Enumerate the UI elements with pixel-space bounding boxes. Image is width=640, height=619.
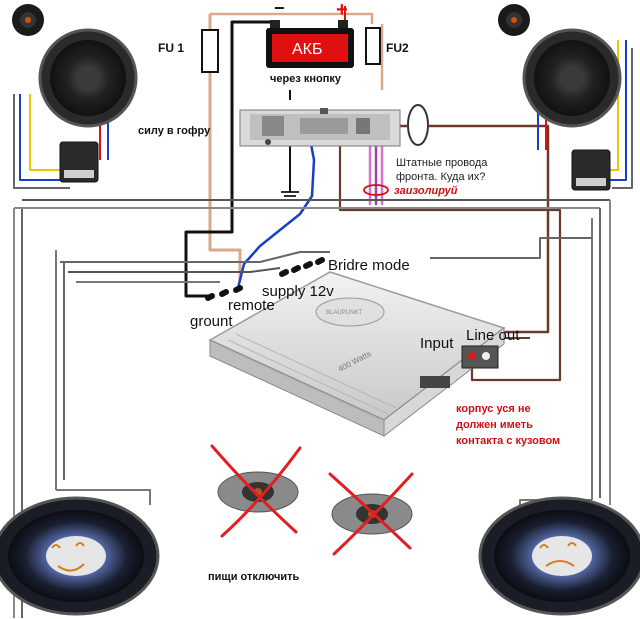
tweeter-top-right (498, 4, 530, 36)
oval-speaker-right (478, 496, 640, 616)
wire-layer (13, 6, 633, 618)
fu2-label: FU2 (386, 41, 409, 55)
insulate-label: заизолируй (394, 185, 458, 197)
bridge-wire-2 (68, 267, 281, 273)
input-label: Input (420, 335, 454, 352)
amp-rca-block (461, 345, 499, 369)
tweeter-bottom-left (217, 471, 299, 513)
left-xover-wire-gray (13, 94, 70, 189)
case-note-3: контакта с кузовом (456, 435, 560, 447)
line-out-label: Line out (466, 327, 520, 344)
supply-label: supply 12v (262, 283, 334, 300)
amp-terminals (205, 257, 325, 301)
brown-loop (338, 126, 562, 382)
bridge-wire-1 (60, 251, 330, 263)
power-wire-to-amp (208, 14, 242, 280)
left-xover-wire-blue (19, 94, 70, 181)
cross-mark-right (328, 472, 414, 556)
remote-label: remote (228, 297, 275, 314)
power-wire-top (210, 12, 374, 24)
fuse-fu2 (365, 27, 381, 65)
bridge-mode-label: Bridre mode (328, 257, 410, 274)
right-xover-wire-gray (612, 48, 633, 189)
fu1-label: FU 1 (158, 41, 184, 55)
minus-label: − (274, 0, 285, 18)
amp-terminal-block (420, 376, 450, 388)
battery (266, 20, 354, 68)
stock-wires-label-2: фронта. Куда их? (396, 171, 485, 183)
cross-mark-left (210, 444, 302, 538)
plus-label: + (336, 0, 348, 21)
crossover-right (571, 149, 611, 191)
speaker-top-left (38, 28, 138, 128)
fuse-fu1 (201, 29, 219, 73)
power-conduit-label: силу в гофру (138, 125, 211, 137)
labels: FU 1 FU2 АКБ − + через кнопку силу в гоф… (138, 0, 560, 583)
ground-symbol (281, 191, 299, 201)
ground-label: grount (190, 313, 233, 330)
rca-cable-loop (407, 104, 429, 146)
speaker-wire-bottom-left (56, 489, 151, 505)
bridge-wire-right (430, 237, 592, 259)
case-note-1: корпус уся не (456, 403, 531, 415)
amp-brand-label: BLAUPUNKT (326, 310, 362, 316)
oval-speaker-left (0, 496, 160, 616)
battery-label: АКБ (292, 41, 323, 58)
amp-badge (315, 297, 385, 327)
amplifier (208, 271, 506, 438)
case-note-2: должен иметь (456, 419, 533, 431)
stock-wires-label: Штатные провода (396, 157, 488, 169)
crossover-left (59, 141, 99, 183)
remote-wire (236, 127, 316, 289)
tweeter-top-left (12, 4, 44, 36)
left-xover-wire-yellow (29, 94, 70, 171)
right-xover-wire-blue (608, 40, 627, 181)
ground-wire (184, 20, 270, 298)
tweeters-off-label: пищи отключить (208, 571, 299, 583)
via-button-label: через кнопку (270, 73, 342, 85)
speaker-top-right (522, 28, 622, 128)
insulate-circle (363, 184, 389, 196)
head-unit (239, 108, 401, 147)
